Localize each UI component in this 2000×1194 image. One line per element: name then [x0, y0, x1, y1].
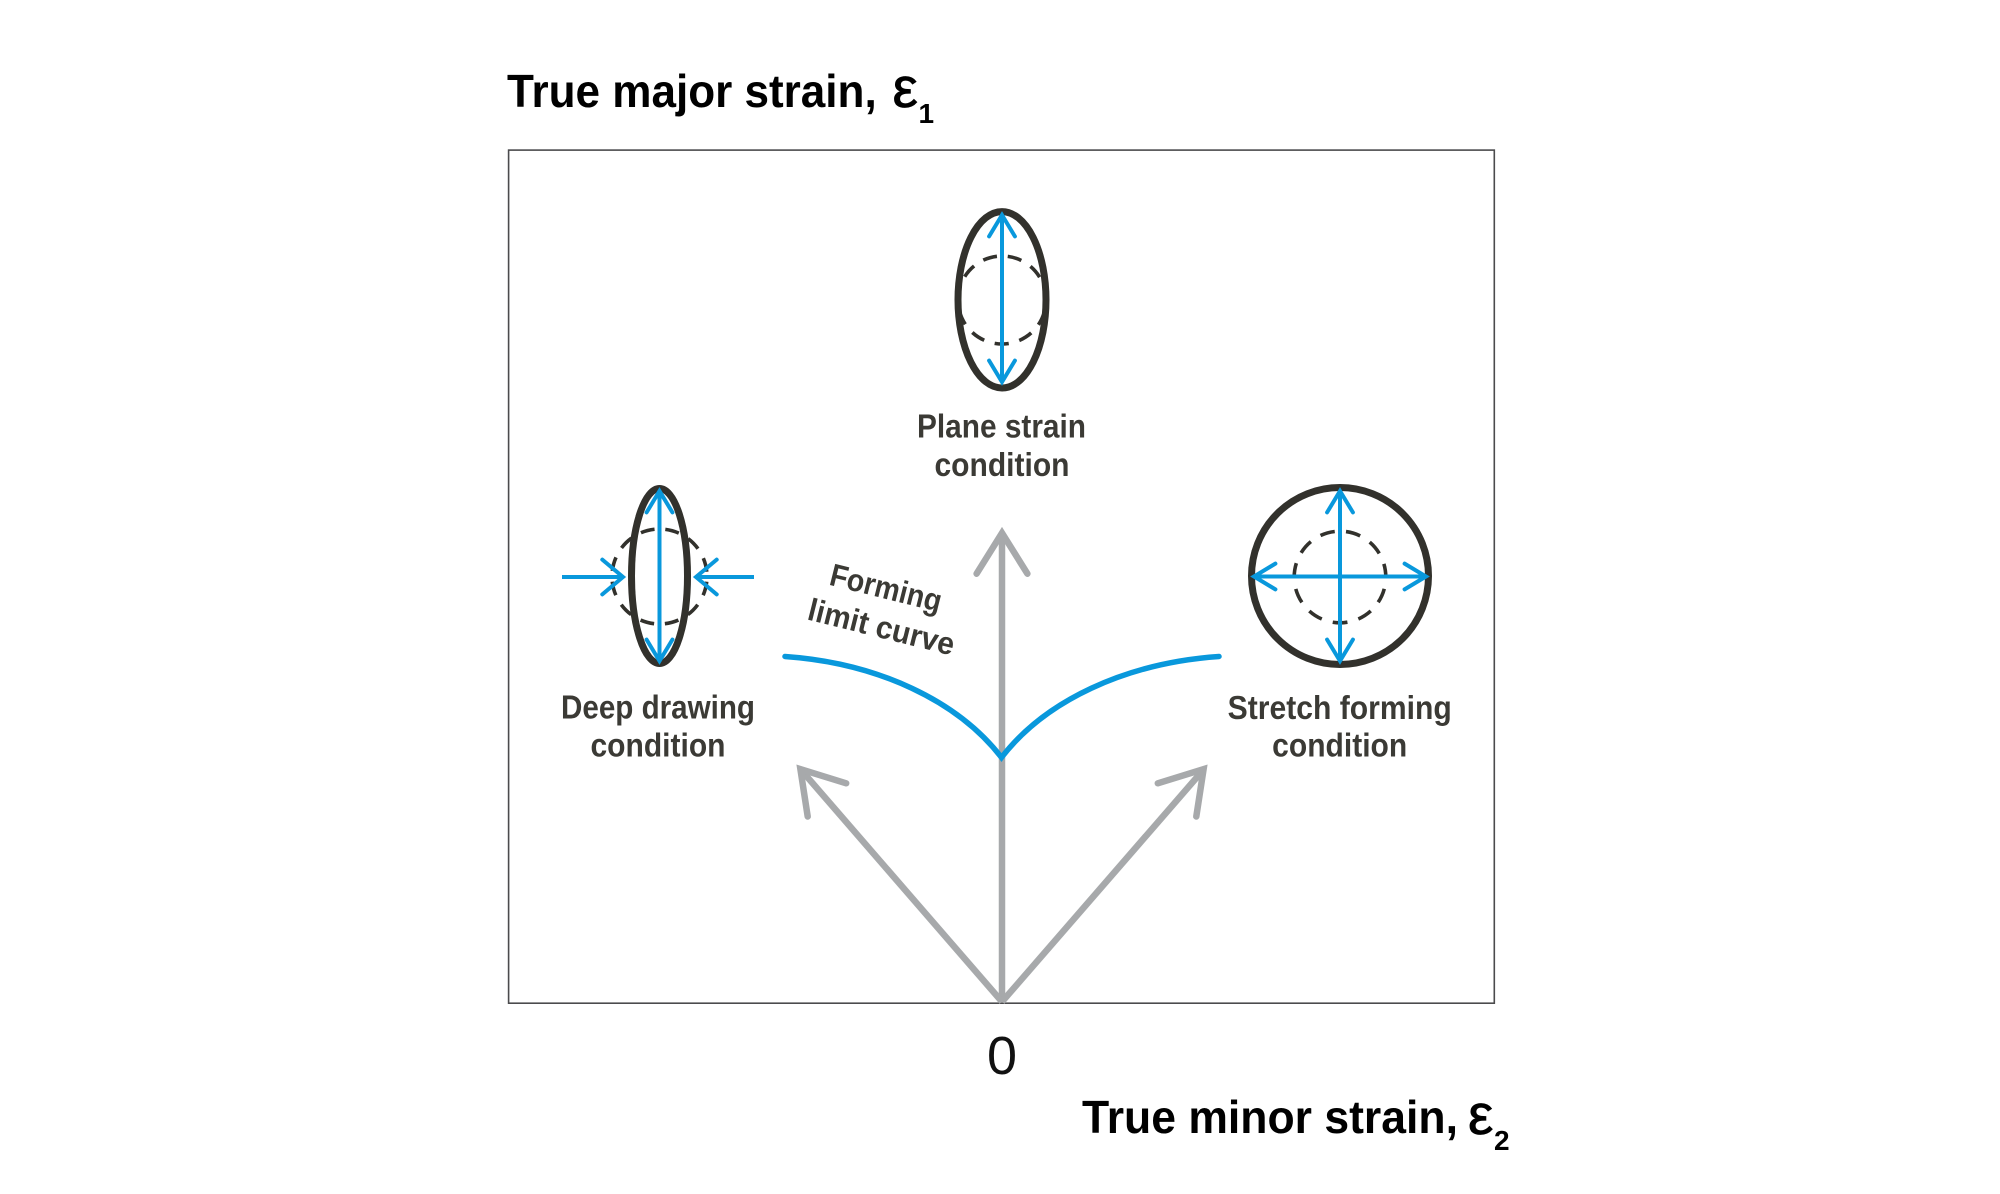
svg-text:condition: condition: [590, 726, 725, 764]
svg-text:Stretch forming: Stretch forming: [1228, 689, 1452, 727]
svg-text:Plane strain: Plane strain: [917, 408, 1086, 445]
svg-text:ε: ε: [893, 56, 918, 120]
svg-text:2: 2: [1494, 1125, 1510, 1156]
svg-text:1: 1: [919, 98, 935, 129]
svg-text:condition: condition: [934, 446, 1069, 484]
svg-text:Deep drawing: Deep drawing: [561, 689, 755, 726]
svg-text:True minor strain,: True minor strain,: [1082, 1091, 1458, 1143]
svg-text:True major strain,: True major strain,: [507, 65, 877, 117]
svg-text:0: 0: [987, 1026, 1017, 1086]
svg-text:ε: ε: [1468, 1083, 1493, 1147]
svg-text:condition: condition: [1272, 726, 1407, 764]
